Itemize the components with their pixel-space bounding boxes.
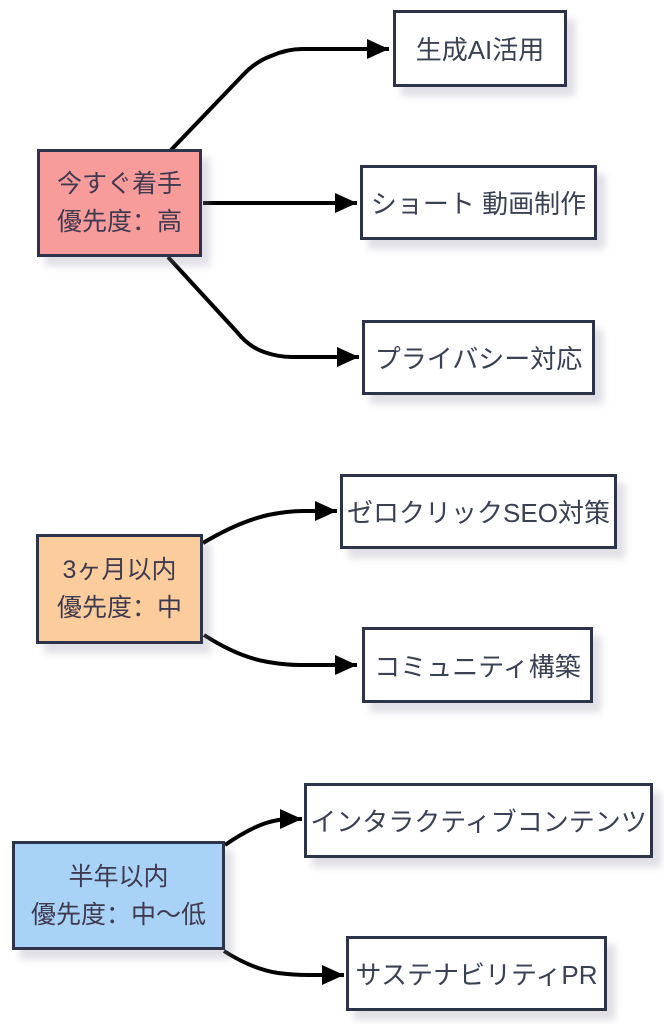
target-box-sustainability-pr-label: サステナビリティPR bbox=[355, 960, 598, 990]
source-box-immediate-line1: 今すぐ着手 bbox=[56, 170, 182, 198]
source-box-half-year: 半年以内 優先度：中〜低 bbox=[12, 841, 225, 950]
target-box-zero-click-seo: ゼロクリックSEO対策 bbox=[340, 474, 617, 549]
target-box-genai-label: 生成AI活用 bbox=[415, 35, 545, 65]
source-box-three-months-line2: 優先度：中 bbox=[56, 594, 182, 622]
arrow-three-months-to-seo bbox=[201, 501, 337, 545]
target-box-short-video: ショート 動画制作 bbox=[360, 165, 597, 240]
source-box-half-year-line2: 優先度：中〜低 bbox=[30, 900, 206, 929]
source-box-immediate: 今すぐ着手 優先度：高 bbox=[37, 149, 202, 257]
target-box-sustainability-pr: サステナビリティPR bbox=[346, 936, 607, 1011]
target-box-interactive-content: インタラクティブコンテンツ bbox=[304, 783, 653, 858]
source-box-three-months-line1: 3ヶ月以内 bbox=[62, 556, 177, 584]
target-box-community-label: コミュニティ構築 bbox=[374, 651, 581, 682]
source-box-half-year-line1: 半年以内 bbox=[68, 862, 169, 891]
arrow-three-months-to-community bbox=[202, 633, 357, 675]
target-box-interactive-content-label: インタラクティブコンテンツ bbox=[310, 807, 647, 837]
target-box-zero-click-seo-label: ゼロクリックSEO対策 bbox=[347, 498, 610, 528]
target-box-privacy-label: プライバシー対応 bbox=[374, 344, 583, 374]
arrow-immediate-to-genai bbox=[169, 39, 389, 152]
target-box-short-video-label: ショート 動画制作 bbox=[370, 189, 587, 219]
target-box-genai: 生成AI活用 bbox=[393, 10, 567, 87]
arrow-half-year-to-sustainability bbox=[222, 949, 344, 985]
arrow-half-year-to-interactive bbox=[223, 809, 302, 847]
arrow-immediate-to-privacy bbox=[166, 255, 359, 367]
target-box-privacy: プライバシー対応 bbox=[362, 320, 595, 395]
target-box-community: コミュニティ構築 bbox=[362, 627, 593, 703]
source-box-three-months: 3ヶ月以内 優先度：中 bbox=[36, 534, 203, 644]
source-box-immediate-line2: 優先度：高 bbox=[56, 208, 182, 236]
